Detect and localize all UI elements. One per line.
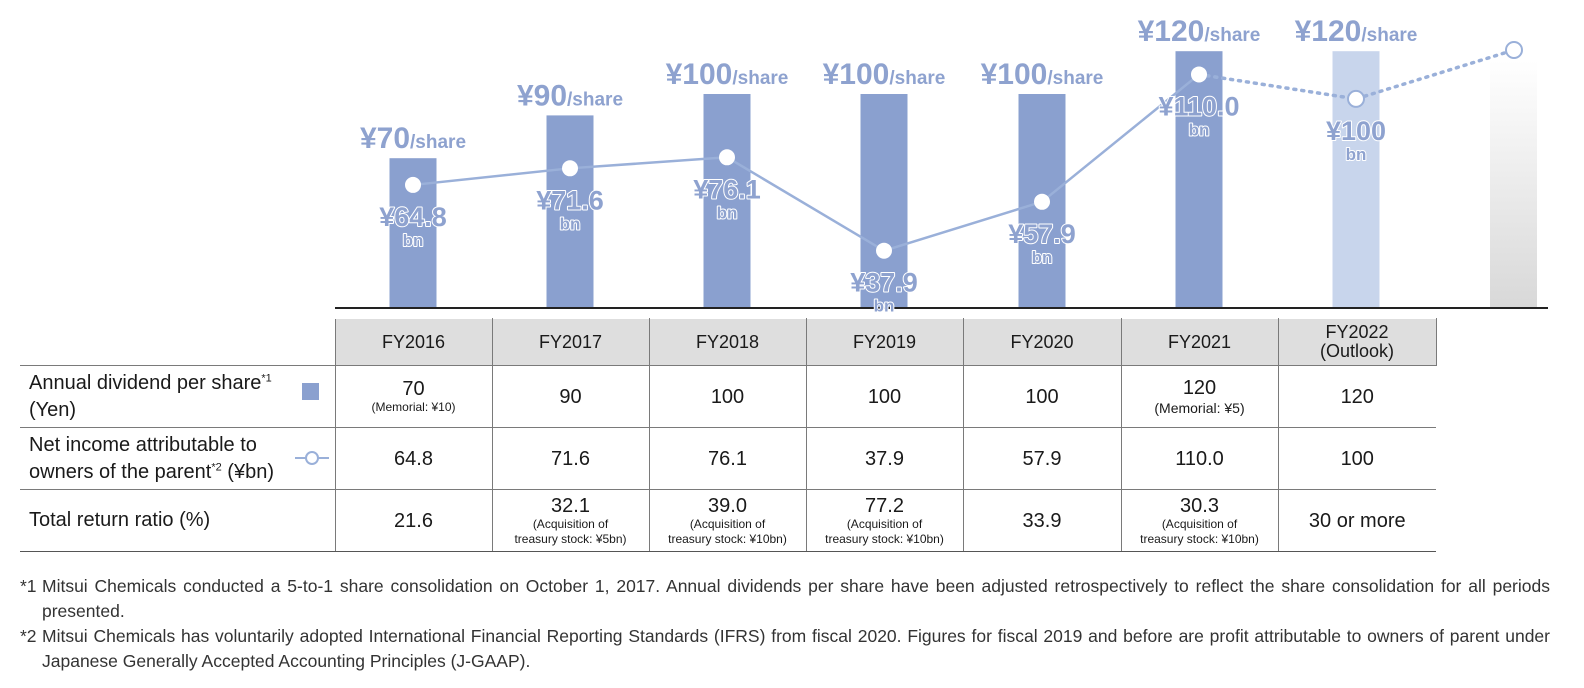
table-cell: 100 — [648, 365, 807, 428]
table-row: Annual dividend per share*1 (Yen) 70(Mem… — [20, 365, 1436, 428]
net-income-point — [719, 149, 735, 166]
net-income-unit-label: bn — [1032, 248, 1053, 267]
net-income-unit-label: bn — [1346, 145, 1367, 164]
table-cell: 120 — [1277, 365, 1436, 428]
net-income-point — [405, 176, 421, 193]
net-income-unit-label: bn — [403, 231, 424, 250]
table-cell: 70(Memorial: ¥10) — [334, 365, 493, 428]
table-row: Total return ratio (%) 21.6 32.1(Acquisi… — [20, 489, 1436, 552]
square-icon — [301, 383, 319, 400]
table-cell: 33.9 — [962, 489, 1122, 552]
header-fy2018: FY2018 — [648, 318, 807, 366]
table-cell: 64.8 — [334, 427, 493, 490]
net-income-label: ¥57.9 — [1008, 219, 1076, 249]
net-income-label: ¥64.8 — [379, 202, 447, 232]
header-fy2022: FY2022 (Outlook) — [1277, 318, 1437, 366]
table-cell: 90 — [491, 365, 650, 428]
table-header-row: FY2016 FY2017 FY2018 FY2019 FY2020 FY202… — [20, 318, 1437, 366]
net-income-label: ¥71.6 — [536, 185, 604, 215]
line-marker-icon — [294, 451, 329, 465]
net-income-point — [1034, 193, 1050, 210]
dividend-bar-label: ¥100/share — [823, 58, 946, 91]
net-income-label: ¥110.0 — [1158, 91, 1239, 121]
table-cell: 57.9 — [962, 427, 1122, 490]
dividend-net-income-chart: ¥70/share ¥90/share ¥100/share ¥100/share ¥1… — [335, 15, 1548, 317]
table-cell: 30 or more — [1277, 489, 1436, 552]
net-income-point — [562, 160, 578, 177]
dividend-bar-label: ¥100/share — [666, 58, 789, 91]
header-blank — [20, 319, 335, 366]
dividend-bar — [546, 115, 594, 309]
footnote-2: *2 Mitsui Chemicals has voluntarily adop… — [20, 626, 1550, 671]
header-fy2019: FY2019 — [805, 318, 964, 366]
header-fy2020: FY2020 — [962, 318, 1122, 366]
table-cell: 21.6 — [334, 489, 493, 552]
row-label-dividend: Annual dividend per share*1 (Yen) — [20, 365, 336, 428]
dividend-bar — [1332, 51, 1380, 308]
row-label-net-income: Net income attributable to owners of the… — [20, 427, 336, 490]
table-row: Net income attributable to owners of the… — [20, 427, 1436, 490]
net-income-point — [1191, 66, 1207, 83]
net-income-unit-label: bn — [874, 297, 895, 316]
net-income-unit-label: bn — [717, 203, 738, 222]
net-income-point — [876, 242, 892, 259]
table-cell: 37.9 — [805, 427, 964, 490]
header-fy2022-outlook: (Outlook) — [1319, 341, 1395, 361]
table-cell: 100 — [805, 365, 964, 428]
footnotes: *1 Mitsui Chemicals conducted a 5-to-1 s… — [20, 574, 1550, 674]
projection-end-point — [1505, 41, 1523, 59]
dividend-bar — [1175, 51, 1223, 308]
header-fy2017: FY2017 — [491, 318, 650, 366]
table-cell: 100 — [962, 365, 1122, 428]
net-income-unit-label: bn — [560, 214, 581, 233]
dividend-bar — [703, 94, 751, 308]
dividend-bar-label: ¥120/share — [1295, 15, 1418, 48]
net-income-label: ¥100 — [1326, 116, 1386, 146]
footnote-1: *1 Mitsui Chemicals conducted a 5-to-1 s… — [20, 576, 1550, 621]
projection-fade-bar — [1490, 60, 1537, 308]
row-label-total-return: Total return ratio (%) — [20, 489, 336, 552]
data-table: FY2016 FY2017 FY2018 FY2019 FY2020 FY202… — [20, 318, 1437, 552]
table-cell: 100 — [1277, 427, 1436, 490]
dividend-bar-label: ¥120/share — [1138, 15, 1261, 48]
header-fy2021: FY2021 — [1120, 318, 1279, 366]
net-income-line — [412, 73, 1200, 253]
table-cell: 76.1 — [648, 427, 807, 490]
dividend-bar — [860, 94, 908, 308]
dividend-bar-label: ¥100/share — [981, 58, 1104, 91]
net-income-label: ¥76.1 — [693, 174, 761, 204]
net-income-point — [1347, 89, 1365, 108]
header-fy2016: FY2016 — [334, 318, 493, 366]
net-income-unit-label: bn — [1189, 120, 1210, 139]
dividend-bar-label: ¥70/share — [360, 122, 466, 155]
table-cell: 71.6 — [491, 427, 650, 490]
table-cell: 110.0 — [1120, 427, 1279, 490]
table-cell: 120(Memorial: ¥5) — [1120, 365, 1279, 428]
net-income-label: ¥37.9 — [850, 268, 918, 298]
dividend-bar-label: ¥90/share — [517, 79, 623, 112]
header-fy2022-year: FY2022 — [1325, 322, 1389, 342]
